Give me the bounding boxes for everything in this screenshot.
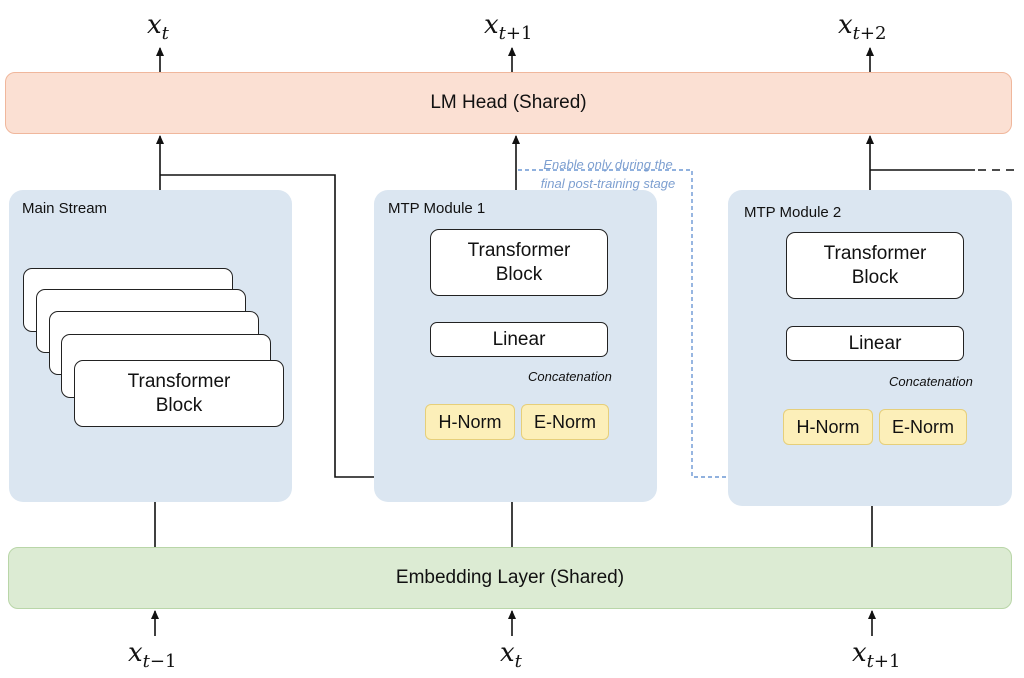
- mtp2-concatenation-label: Concatenation: [889, 374, 973, 389]
- output-token-label: xt: [147, 12, 169, 43]
- input-sub-var: t: [866, 651, 874, 672]
- output-sub-var: t: [161, 23, 169, 44]
- mtp1-e-norm: E-Norm: [521, 404, 609, 440]
- output-token-label: xt+1: [484, 12, 532, 43]
- mtp1-concatenation-label: Concatenation: [528, 369, 612, 384]
- lm-head-shared: LM Head (Shared): [5, 72, 1012, 134]
- mtp-module-2-label: MTP Module 2: [744, 204, 842, 221]
- input-sub-var: t: [142, 651, 150, 672]
- mtp2-e-norm: E-Norm: [879, 409, 967, 445]
- input-sub-rest: +1: [873, 651, 901, 672]
- mtp1-transformer-block: Transformer Block: [430, 229, 608, 296]
- input-base: x: [500, 638, 515, 668]
- output-sub-rest: +2: [859, 23, 887, 44]
- enable-post-training-note: Enable only during the final post-traini…: [516, 155, 700, 193]
- input-sub-rest: −1: [149, 651, 177, 672]
- embedding-layer-shared: Embedding Layer (Shared): [8, 547, 1012, 609]
- input-token-label: xt+1: [852, 640, 900, 671]
- input-base: x: [128, 638, 143, 668]
- output-token-label: xt+2: [838, 12, 886, 43]
- input-base: x: [852, 638, 867, 668]
- output-base: x: [838, 10, 853, 40]
- input-token-label: xt: [500, 640, 522, 671]
- output-base: x: [484, 10, 499, 40]
- output-sub-var: t: [852, 23, 860, 44]
- enable-post-training-note-text: Enable only during the final post-traini…: [540, 157, 676, 191]
- output-sub-rest: +1: [505, 23, 533, 44]
- mtp1-linear: Linear: [430, 322, 608, 357]
- input-sub-var: t: [514, 651, 522, 672]
- output-sub-var: t: [498, 23, 506, 44]
- mtp-module-1-label: MTP Module 1: [388, 200, 486, 217]
- mtp2-linear: Linear: [786, 326, 964, 361]
- output-base: x: [147, 10, 162, 40]
- mtp1-h-norm: H-Norm: [425, 404, 515, 440]
- input-token-label: xt−1: [128, 640, 176, 671]
- main-transformer-block: Transformer Block: [74, 360, 284, 427]
- main-stream-label: Main Stream: [22, 200, 108, 217]
- mtp2-transformer-block: Transformer Block: [786, 232, 964, 299]
- mtp2-h-norm: H-Norm: [783, 409, 873, 445]
